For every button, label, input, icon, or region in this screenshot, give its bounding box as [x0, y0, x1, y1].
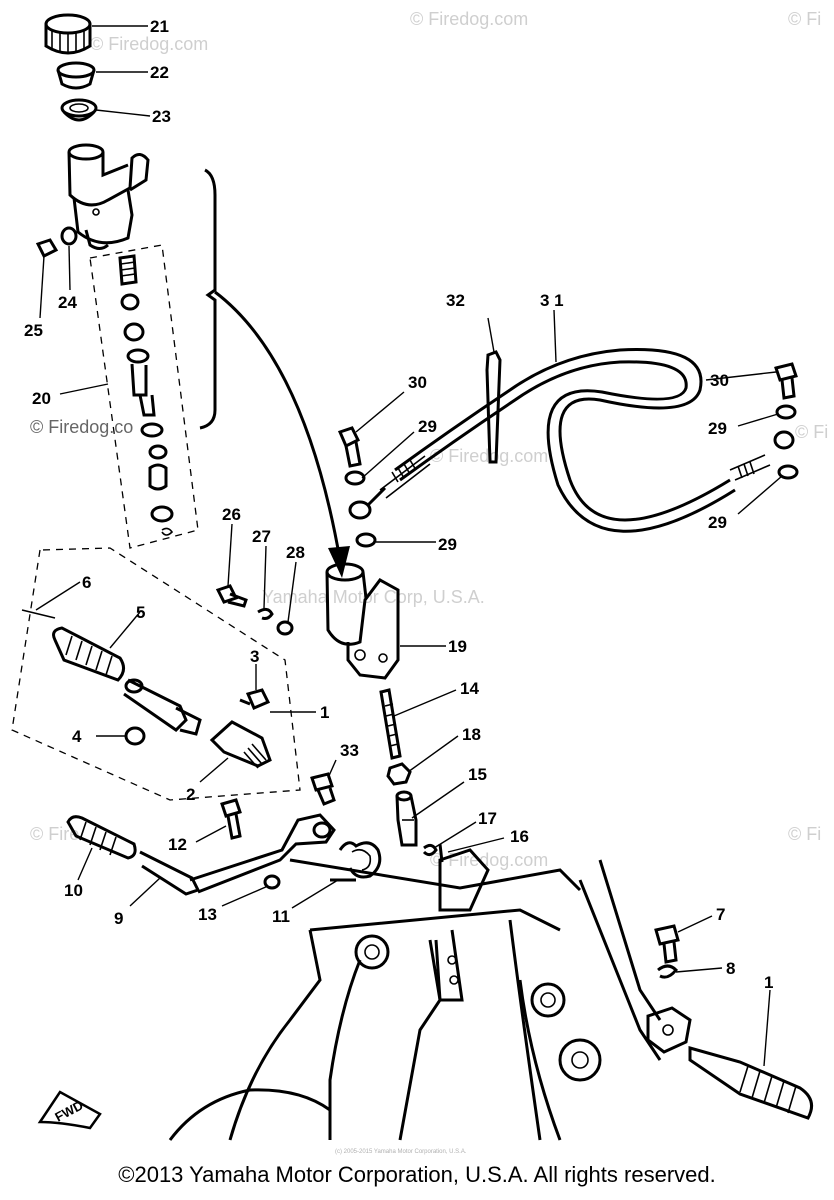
callout-28: 28: [286, 543, 305, 562]
callout-29-d: 29: [438, 535, 457, 554]
piston-kit-parts: [118, 254, 174, 536]
assembly-arrow-head: [328, 546, 350, 578]
washer-29-c: [777, 464, 799, 480]
callout-2: 2: [186, 785, 195, 804]
footrest-right-1: [688, 1046, 814, 1120]
rear-master-cylinder-19: [325, 562, 400, 680]
push-rod-14: [379, 688, 402, 760]
bolt-12: [220, 798, 242, 840]
callout-24: 24: [58, 293, 77, 312]
footrest-mount: [646, 1006, 692, 1054]
callout-3: 3: [250, 647, 259, 666]
callout-32: 32: [446, 291, 465, 310]
callout-31: 3 1: [540, 291, 564, 310]
brake-hose-31: [348, 348, 795, 533]
washer-29-b: [775, 404, 797, 420]
callout-5: 5: [136, 603, 145, 622]
callout-29-a: 29: [418, 417, 437, 436]
callout-30-right: 30: [710, 371, 729, 390]
union-bolt-30-right: [774, 362, 798, 400]
footrest-group-box: [11, 547, 301, 801]
callout-4: 4: [72, 727, 82, 746]
footrest-bracket-2: [209, 720, 272, 769]
callout-14: 14: [460, 679, 479, 698]
bolt-26: [215, 584, 248, 608]
push-rod-thread: [384, 703, 399, 747]
frame: [168, 848, 662, 1141]
footrest-arm: [123, 678, 202, 736]
bolt-7: [654, 924, 680, 964]
cap-seal-23: [60, 98, 98, 122]
callout-29-b: 29: [708, 419, 727, 438]
brake-pedal-9: [139, 813, 336, 896]
return-spring-11: [330, 841, 382, 882]
nut-13: [263, 874, 281, 890]
watermark-firedog-top-center: © Firedog.com: [410, 9, 528, 29]
callout-27: 27: [252, 527, 271, 546]
rear-master-cylinder-upper: [67, 143, 150, 250]
callout-16: 16: [510, 827, 529, 846]
callout-1-left: 1: [320, 703, 329, 722]
assembly-bracket: [199, 168, 217, 430]
callout-29-c: 29: [708, 513, 727, 532]
washer-29-d: [355, 532, 377, 548]
callout-22: 22: [150, 63, 169, 82]
callout-11: 11: [272, 907, 290, 926]
callout-17: 17: [478, 809, 497, 828]
callout-12: 12: [168, 835, 187, 854]
callout-26: 26: [222, 505, 241, 524]
hose-clip-32: [485, 350, 502, 464]
callout-6: 6: [82, 573, 91, 592]
leader-lines: [35, 25, 783, 1067]
watermark-firedog-lower-right: © Fi: [788, 824, 821, 844]
pedal-rubber-10: [66, 815, 137, 860]
copyright-notice: ©2013 Yamaha Motor Corporation, U.S.A. A…: [118, 1162, 716, 1187]
watermark-firedog-lower-left: © Fire: [30, 824, 79, 844]
assembly-arrow: [214, 290, 342, 561]
callout-33: 33: [340, 741, 359, 760]
nut-4: [124, 726, 146, 746]
watermark-firedog-top-left: © Firedog.com: [90, 34, 208, 54]
callout-21: 21: [150, 17, 169, 36]
washer-24: [60, 226, 78, 246]
bolt-33: [310, 772, 336, 806]
footrest-rubber-5: [52, 626, 125, 682]
callout-23: 23: [152, 107, 171, 126]
washer-8: [657, 964, 679, 979]
callout-numbers: 21 22 23 24 25 20 32 3 1 30 30 29 29 29 …: [24, 17, 773, 992]
union-bolt-30-left: [337, 426, 362, 468]
callout-25: 25: [24, 321, 43, 340]
callout-8: 8: [726, 959, 735, 978]
callout-10: 10: [64, 881, 83, 900]
callout-13: 13: [198, 905, 217, 924]
washer-28: [276, 620, 294, 636]
watermark-firedog-lower-mid: © Firedog.com: [430, 850, 548, 870]
bolt-3: [239, 688, 271, 710]
callout-20: 20: [32, 389, 51, 408]
watermark-firedog-left: © Firedog.co: [30, 417, 133, 437]
callout-7: 7: [716, 905, 725, 924]
reservoir-cap-21: [44, 13, 92, 55]
diaphragm-22: [56, 61, 96, 90]
fwd-arrow-icon: FWD: [37, 1090, 102, 1130]
callout-15: 15: [468, 765, 487, 784]
watermark-yamaha-center: Yamaha Motor Corp, U.S.A.: [262, 587, 485, 607]
nut-18: [386, 762, 412, 786]
callout-30-left: 30: [408, 373, 427, 392]
bolt-25: [35, 238, 59, 259]
washer-27: [257, 607, 274, 620]
watermark-firedog-top-right: © Fi: [788, 9, 821, 29]
cotter-pin-17: [422, 843, 438, 857]
watermark-small-print: (c) 2005-2015 Yamaha Motor Corporation, …: [335, 1149, 467, 1155]
clevis-15: [395, 790, 418, 847]
callout-19: 19: [448, 637, 467, 656]
cotter-pin-6: [21, 609, 56, 619]
callout-9: 9: [114, 909, 123, 928]
watermarks: © Firedog.com © Firedog.com © Fi © Fired…: [30, 9, 828, 1155]
callout-18: 18: [462, 725, 481, 744]
callout-1-right: 1: [764, 973, 773, 992]
watermark-firedog-right: © Fi: [795, 422, 828, 442]
washer-29-a: [344, 470, 366, 486]
